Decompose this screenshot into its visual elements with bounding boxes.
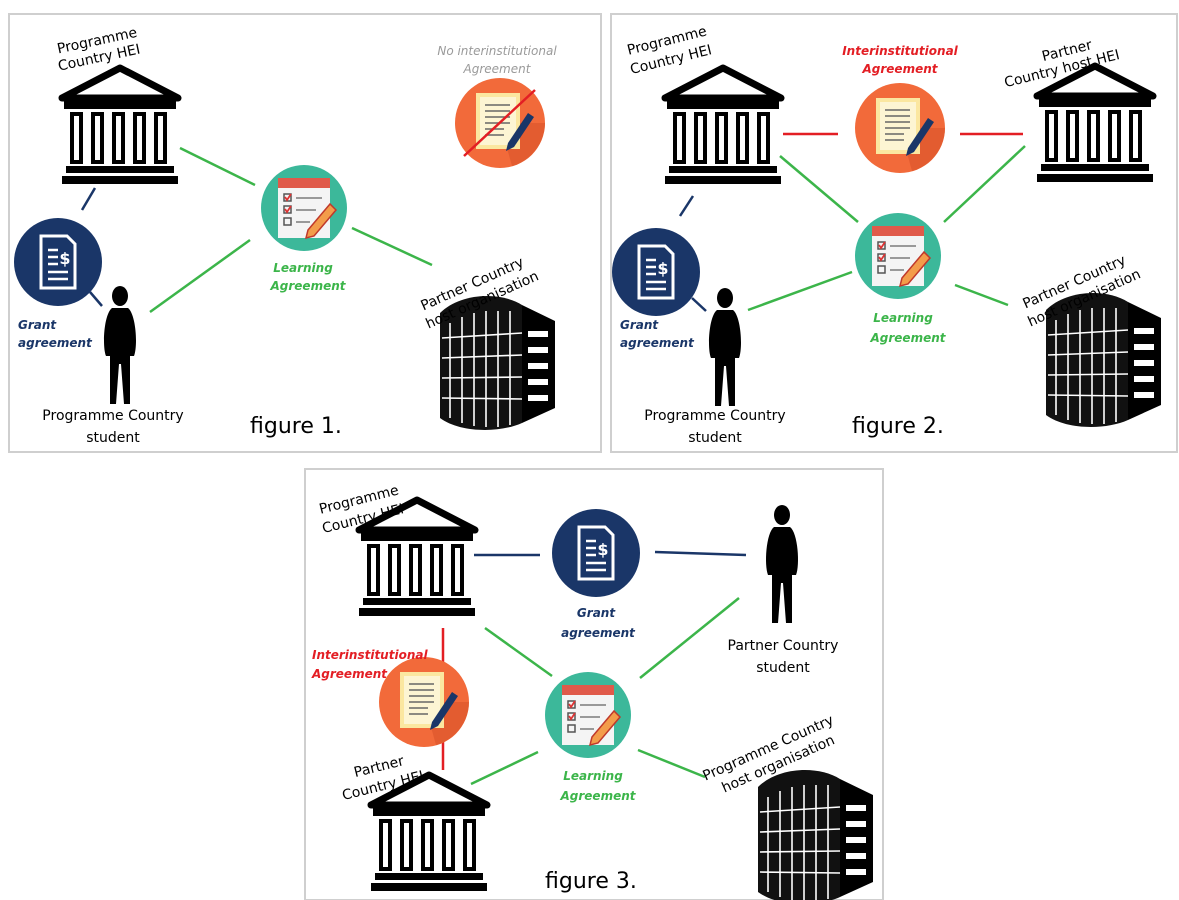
grant-label-line2: agreement: [18, 336, 93, 350]
crossed-out-document-icon: [454, 77, 546, 169]
figure-3-panel: Programme Country HEI Grant agreement Pa…: [304, 468, 884, 900]
figure-caption: figure 1.: [250, 414, 342, 439]
interinstitutional-document-icon: [854, 82, 946, 174]
grant-connectors: [678, 195, 707, 312]
no-inter-label-line2: Agreement: [463, 62, 532, 76]
learning-checklist-icon: [544, 671, 632, 759]
office-building-icon: [757, 769, 874, 900]
learning-checklist-icon: [260, 164, 348, 252]
student-label-line1: Programme Country: [42, 408, 183, 424]
grant-label-line1: Grant: [577, 606, 616, 620]
grant-document-icon: [550, 507, 642, 599]
learning-label-line2: Agreement: [560, 789, 637, 803]
figure-caption: figure 3.: [545, 869, 637, 894]
no-inter-label-line1: No interinstitutional: [437, 44, 557, 58]
grant-label-line2: agreement: [561, 626, 636, 640]
learning-label-line1: Learning: [873, 311, 933, 325]
inter-label-line2: Agreement: [311, 667, 388, 681]
grant-document-icon: [12, 216, 104, 308]
interinstitutional-document-icon: [378, 656, 470, 748]
learning-connectors: [747, 145, 1026, 312]
figure-1-panel: Programme Country HEI No interinstitutio…: [8, 13, 602, 453]
grant-connectors: [474, 550, 747, 557]
figure-2-panel: Programme Country HEI Interinstitutional…: [610, 13, 1178, 453]
student-label-line1: Partner Country: [728, 638, 839, 654]
learning-label-line2: Agreement: [270, 279, 347, 293]
student-label-line2: student: [688, 430, 742, 446]
grant-label-line1: Grant: [18, 318, 57, 332]
grant-label-line1: Grant: [620, 318, 659, 332]
grant-connectors: [80, 187, 103, 307]
learning-connectors: [470, 597, 740, 786]
learning-label-line1: Learning: [563, 769, 623, 783]
learning-label-line1: Learning: [273, 261, 333, 275]
inter-label-line1: Interinstitutional: [312, 648, 428, 662]
inter-label-line2: Agreement: [862, 62, 939, 76]
learning-label-line2: Agreement: [870, 331, 947, 345]
figure-caption: figure 2.: [852, 414, 944, 439]
student-label-line2: student: [756, 660, 810, 676]
grant-document-icon: [610, 226, 702, 318]
student-label-line1: Programme Country: [644, 408, 785, 424]
student-label-line2: student: [86, 430, 140, 446]
learning-connectors: [149, 146, 433, 314]
grant-label-line2: agreement: [620, 336, 695, 350]
learning-checklist-icon: [854, 212, 942, 300]
inter-label-line1: Interinstitutional: [842, 44, 958, 58]
